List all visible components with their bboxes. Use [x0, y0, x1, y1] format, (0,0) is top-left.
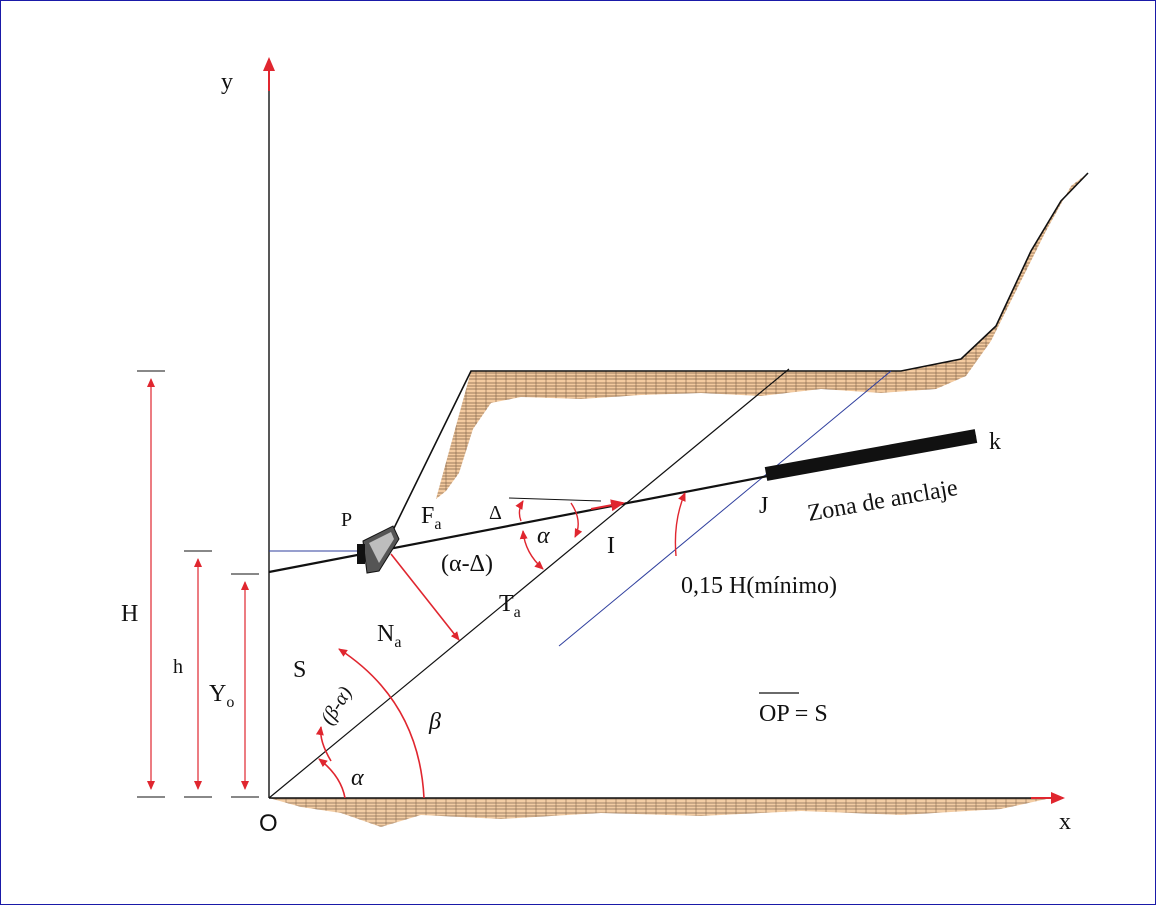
angle-alpha-label-origin: α	[351, 765, 364, 791]
dimension-H-label: H	[121, 601, 138, 627]
soil-surface-line	[372, 172, 1089, 572]
origin-label: O	[259, 810, 278, 837]
force-fa-arrow	[590, 499, 625, 512]
zona-anclaje-label: Zona de anclaje	[806, 475, 960, 527]
force-na-label: Na	[377, 621, 401, 651]
angle-right-arc	[674, 492, 686, 557]
anchor-head	[357, 525, 400, 574]
angle-beta-minus-alpha-label: (β-α)	[317, 682, 357, 728]
angle-delta-label: Δ	[489, 502, 502, 524]
force-ta-label: Ta	[499, 591, 521, 621]
svg-text:OP = S: OP = S	[759, 701, 828, 727]
angle-alpha-arc-i	[570, 502, 583, 538]
angle-alpha-minus-delta-label: (α-Δ)	[441, 551, 493, 577]
op-equals-s: OP = S	[759, 692, 828, 727]
delta-ref-line	[508, 497, 602, 502]
dimension-H	[137, 370, 165, 798]
point-k-label: k	[989, 429, 1001, 455]
dimension-yo-label: Yo	[209, 681, 234, 711]
angle-beta-label: β	[428, 709, 441, 735]
point-p-label: P	[341, 509, 352, 531]
dimension-yo	[231, 573, 259, 798]
angle-alpha-label-i: α	[537, 523, 550, 549]
point-j-label: J	[759, 493, 768, 519]
x-axis-label: x	[1059, 809, 1071, 835]
dimension-h-label: h	[173, 656, 183, 678]
force-fa-label: Fa	[421, 503, 441, 533]
angle-alpha-minus-delta-arc	[519, 530, 544, 570]
failure-plane-line	[268, 368, 790, 799]
dimension-h	[184, 550, 212, 798]
force-na-arrow	[390, 553, 460, 641]
anchor-bond-zone	[764, 429, 978, 481]
angle-alpha-arc-origin	[318, 758, 346, 799]
angle-beta-arc	[338, 648, 425, 799]
angle-delta-arc	[515, 500, 524, 522]
y-axis-label: y	[221, 69, 233, 95]
soil-base	[269, 798, 1051, 827]
point-i-label: I	[607, 533, 615, 559]
min-distance-label: 0,15 H(mínimo)	[681, 573, 837, 599]
segment-s-label: S	[293, 657, 306, 683]
angle-beta-minus-alpha-arc	[315, 726, 332, 762]
offset-line	[558, 370, 892, 647]
